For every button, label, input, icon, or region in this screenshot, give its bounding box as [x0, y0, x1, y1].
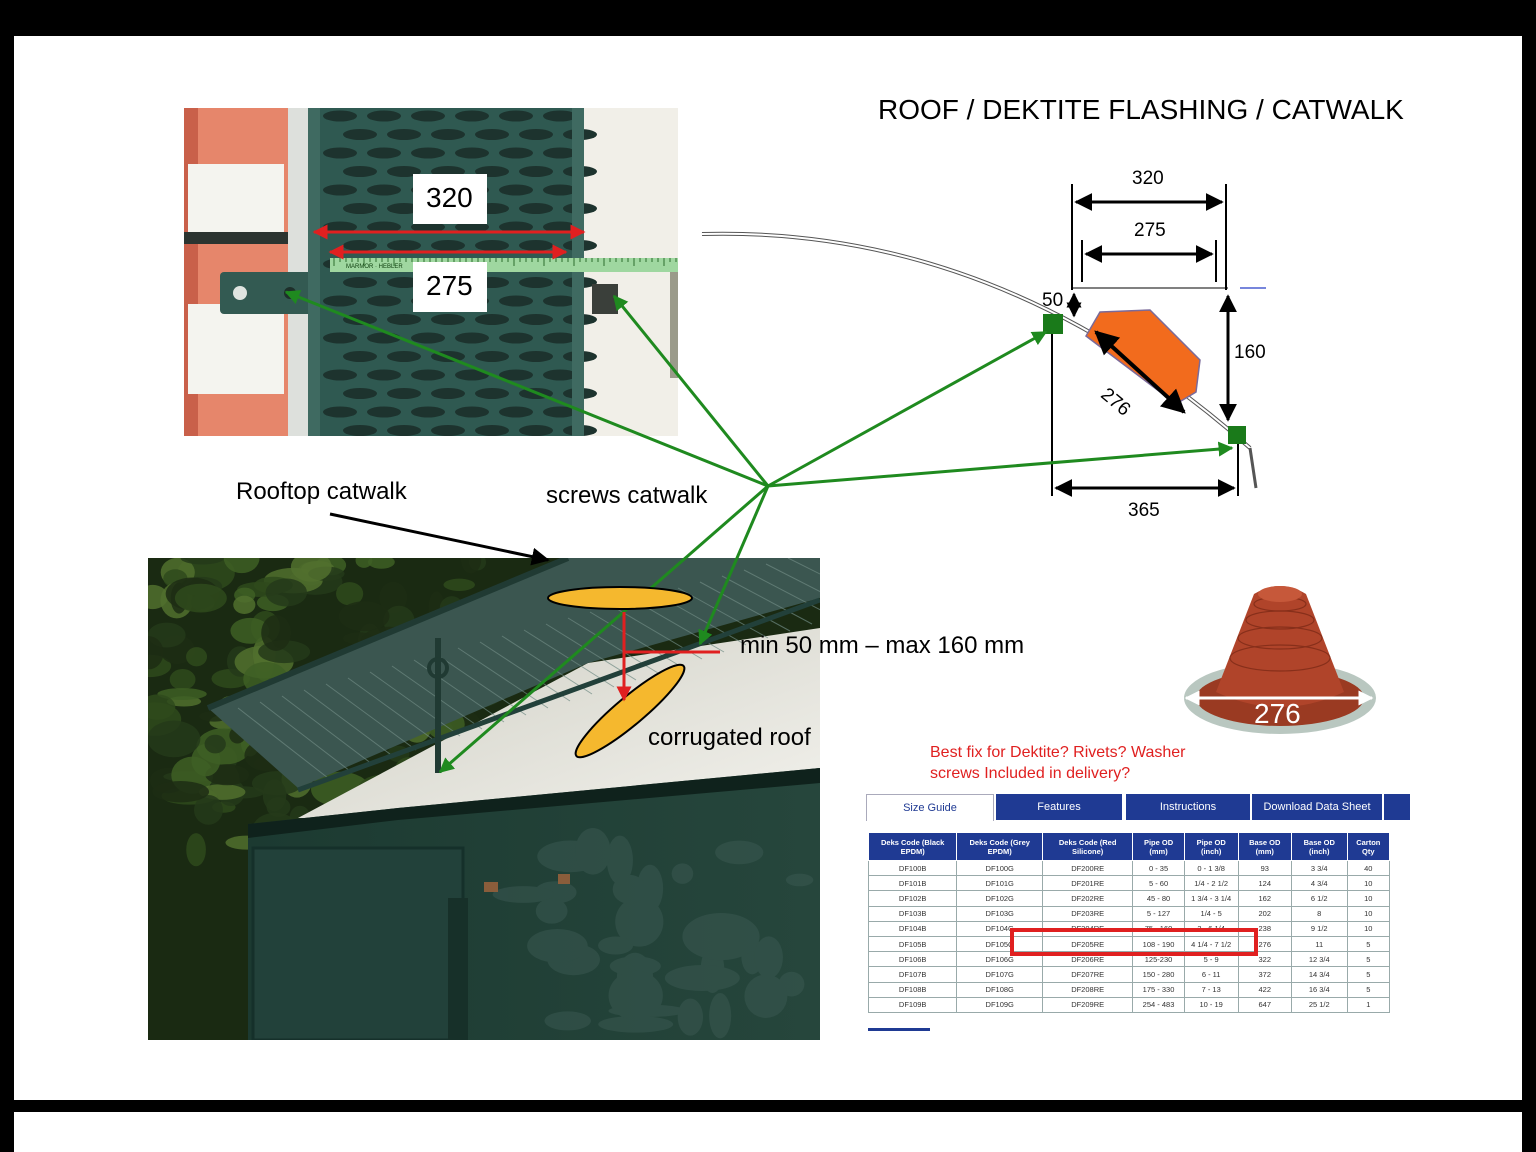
tab-size-guide[interactable]: Size Guide	[866, 794, 994, 821]
table-cell: 647	[1237, 996, 1292, 1013]
diagram-dim-276	[1094, 330, 1186, 414]
screw-marker-left	[1043, 314, 1063, 334]
dektite-flashing-shape	[1085, 309, 1201, 405]
product-size-label: 276	[1254, 698, 1301, 729]
tab-underline	[868, 1028, 930, 1031]
screw-arrow	[284, 290, 769, 488]
catwalk-oval	[547, 586, 693, 610]
diagram-label-275: 275	[1134, 220, 1166, 241]
table-cell: 422	[1237, 981, 1292, 998]
diagram-label-320: 320	[1132, 168, 1164, 189]
size-table-header: Deks Code (Red Silicone)	[1042, 832, 1134, 861]
screw-arrow	[612, 294, 770, 487]
ruler-text: MARMOR · HEBLER	[346, 264, 403, 270]
size-table-header: Pipe OD (inch)	[1183, 832, 1239, 861]
diagram-label-365: 365	[1128, 500, 1160, 521]
highlight-row-box	[1010, 928, 1258, 956]
diagram-label-160: 160	[1234, 342, 1266, 363]
table-cell: 1	[1346, 996, 1391, 1013]
screw-arrow	[767, 330, 1048, 488]
photo-label-320: 320	[426, 182, 473, 213]
screw-arrow	[767, 441, 1234, 488]
screw-arrow	[438, 484, 769, 774]
corrugated-roof-label: corrugated roof	[648, 724, 811, 751]
size-table-header: Deks Code (Grey EPDM)	[956, 832, 1044, 861]
screws-catwalk-label: screws catwalk	[546, 482, 708, 509]
table-cell: DF109B	[867, 996, 958, 1013]
size-table-header: Carton Qty	[1346, 832, 1391, 861]
rooftop-catwalk-label: Rooftop catwalk	[236, 478, 407, 505]
screw-arrow	[698, 485, 770, 646]
size-guide-panel: Size Guide Features Instructions Downloa…	[836, 782, 1416, 1040]
table-cell: DF209RE	[1042, 996, 1134, 1013]
diagram-label-50: 50	[1042, 290, 1064, 311]
size-table: Deks Code (Black EPDM) Deks Code (Grey E…	[867, 832, 1391, 1013]
slide-bottom-strip	[14, 1112, 1522, 1152]
screw-arrows	[284, 290, 1234, 774]
question-line-2: screws Included in delivery?	[930, 765, 1131, 782]
tab-download-data-sheet[interactable]: Download Data Sheet	[1252, 794, 1382, 820]
label-box-275	[413, 262, 487, 312]
question-line-1: Best fix for Dektite? Rivets? Washer	[930, 744, 1186, 761]
catwalk-photo: MARMOR · HEBLER	[184, 108, 678, 436]
rooftop-catwalk-arrow	[329, 512, 550, 566]
min-max-label: min 50 mm – max 160 mm	[740, 632, 1025, 659]
tab-more[interactable]	[1384, 794, 1410, 820]
tab-features[interactable]: Features	[996, 794, 1122, 820]
tab-instructions[interactable]: Instructions	[1126, 794, 1250, 820]
photo-label-275: 275	[426, 270, 473, 301]
screw-marker-right	[1228, 426, 1246, 444]
size-table-header: Deks Code (Black EPDM)	[867, 832, 958, 861]
page-title: ROOF / DEKTITE FLASHING / CATWALK	[878, 94, 1404, 125]
label-box-320	[413, 174, 487, 224]
dektite-product-image	[1184, 586, 1376, 734]
size-guide-tabs: Size Guide Features Instructions Downloa…	[866, 794, 1410, 822]
